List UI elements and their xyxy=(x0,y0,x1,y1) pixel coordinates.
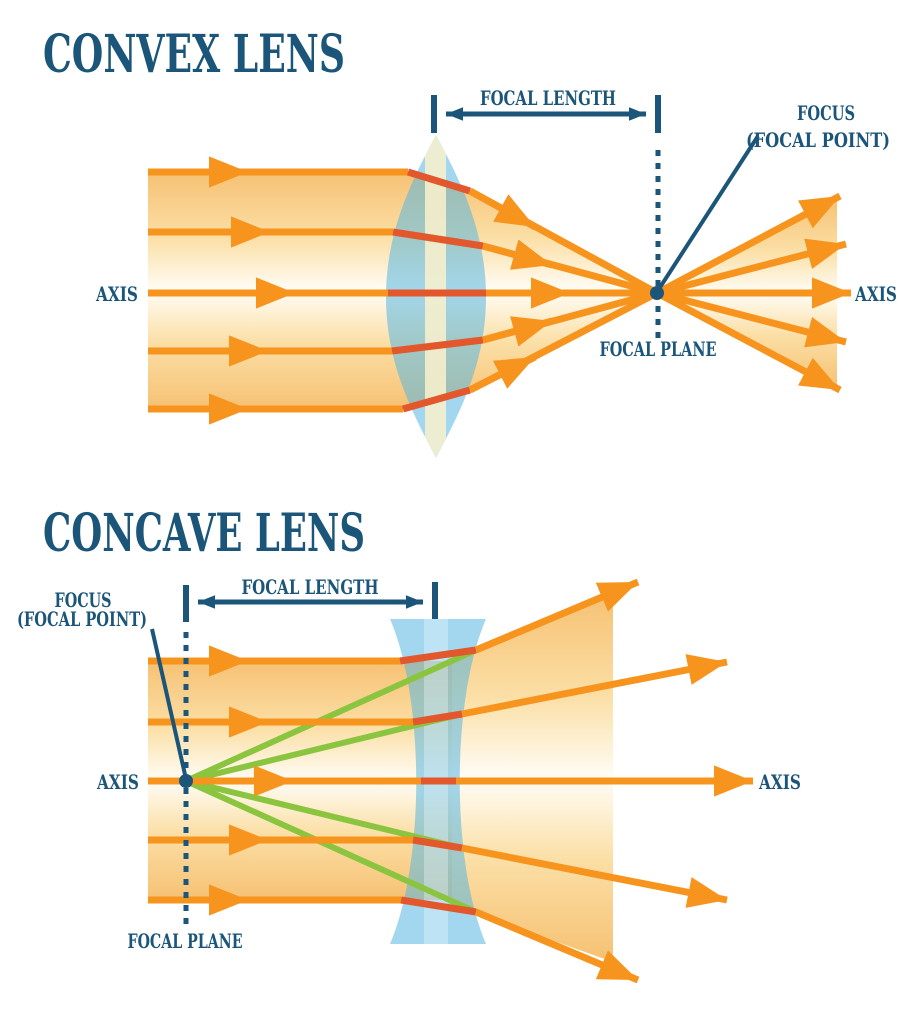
focal-length-label: FOCAL LENGTH xyxy=(242,575,379,599)
axis-label-right: AXIS xyxy=(758,770,801,794)
focal-point-dot xyxy=(179,774,193,788)
virtual-ray xyxy=(185,778,463,851)
refracted-ray-segment xyxy=(392,228,484,250)
focus-callout-line xyxy=(150,628,188,780)
focal-point-dot xyxy=(650,286,664,300)
light-ray xyxy=(461,654,728,718)
focus-label-line1: FOCUS xyxy=(797,101,855,125)
concave-lens-ray-segments xyxy=(399,646,477,916)
light-ray xyxy=(461,844,728,908)
refracted-ray-segment xyxy=(399,646,477,665)
concave-virtual-rays xyxy=(184,647,478,915)
convex-diagram: CONVEX LENS xyxy=(43,24,897,458)
convex-incoming-rays xyxy=(148,156,408,425)
virtual-ray xyxy=(184,647,478,784)
refracted-ray-segment xyxy=(406,168,472,195)
virtual-ray xyxy=(184,778,478,915)
light-ray xyxy=(656,289,847,348)
focus-callout-line xyxy=(655,134,760,294)
focus-label-line2: (FOCAL POINT) xyxy=(746,128,890,152)
light-ray xyxy=(655,289,842,394)
concave-incoming-rays xyxy=(148,645,421,916)
concave-diverging-rays xyxy=(456,578,753,984)
ray-arrowhead xyxy=(482,239,553,270)
refracted-ray-segment xyxy=(391,336,484,355)
refracted-ray-segment xyxy=(412,710,463,726)
ray-arrowhead xyxy=(468,353,537,394)
concave-title: CONCAVE LENS xyxy=(43,503,365,564)
convex-converging-rays xyxy=(468,187,659,394)
convex-title: CONVEX LENS xyxy=(43,24,345,85)
focal-length-label: FOCAL LENGTH xyxy=(480,86,616,110)
focus-label-line2: (FOCAL POINT) xyxy=(17,607,147,631)
focal-plane-label: FOCAL PLANE xyxy=(600,337,717,361)
concave-focal-length-measure: FOCAL LENGTH xyxy=(183,575,438,622)
light-ray xyxy=(474,908,640,984)
virtual-ray xyxy=(185,711,463,784)
concave-diagram: CONCAVE LENS xyxy=(17,503,801,984)
focal-plane-label: FOCAL PLANE xyxy=(128,929,243,953)
refracted-ray-segment xyxy=(402,386,471,413)
refracted-ray-segment xyxy=(400,896,477,916)
convex-focal-length-measure: FOCAL LENGTH xyxy=(431,86,661,133)
convex-diverging-rays xyxy=(655,192,851,394)
ray-arrowhead xyxy=(468,187,537,231)
axis-label-left: AXIS xyxy=(96,770,139,794)
refracted-ray-segment xyxy=(412,836,463,852)
light-ray xyxy=(655,192,842,297)
ray-arrowhead xyxy=(482,316,553,347)
light-ray xyxy=(474,578,640,654)
axis-label-left: AXIS xyxy=(95,282,138,306)
light-ray xyxy=(656,238,847,297)
axis-label-right: AXIS xyxy=(854,282,897,306)
focus-label-line1: FOCUS xyxy=(55,588,112,612)
convex-lens-ray-segments xyxy=(388,168,486,413)
